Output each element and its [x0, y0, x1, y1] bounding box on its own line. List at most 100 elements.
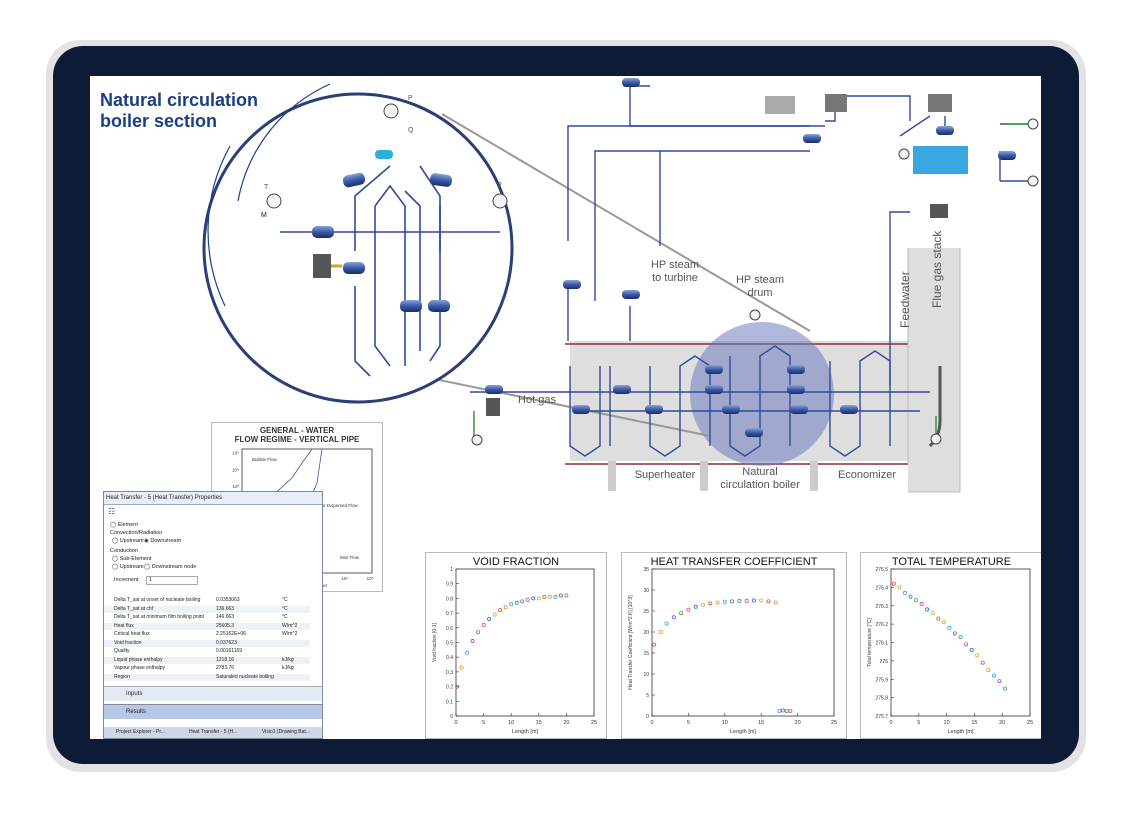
data-point [686, 607, 691, 612]
data-point [891, 581, 896, 586]
x-tick-label: 20 [999, 720, 1005, 726]
y-tick-label: 5 [646, 693, 649, 699]
increment-select[interactable]: 1 [146, 576, 198, 585]
y-tick-label: 0.5 [446, 641, 453, 647]
property-value[interactable]: 2.25162E+06 [216, 631, 246, 637]
sort-icon[interactable]: ☷ [108, 507, 116, 516]
turbine-unit-2 [928, 94, 952, 112]
property-unit: W/m^2 [282, 622, 298, 629]
downstream-node-option[interactable]: ◯ Downstream node [144, 564, 197, 570]
property-name: Critical heat flux [114, 631, 150, 637]
flue-gas-stack-label: Flue gas stack [930, 230, 944, 308]
x-tick-label: 5 [917, 720, 920, 726]
data-point [737, 598, 742, 603]
element-option[interactable]: ◯ Element [110, 522, 138, 528]
hp-steam-drum-label: HP steam drum [730, 274, 790, 300]
property-unit: kJ/kg [282, 656, 294, 663]
feedwater-label: Feedwater [898, 271, 912, 328]
property-value[interactable]: 1218.16 [216, 656, 235, 663]
property-value[interactable]: 146.663 [216, 614, 235, 620]
stack-arrow [928, 366, 942, 448]
turbine-unit [825, 94, 847, 112]
y-tick-label: 275.9 [875, 677, 888, 683]
property-unit: °C [282, 614, 288, 620]
y-tick-label: 276.3 [875, 604, 888, 610]
label-line: HP steam [735, 274, 785, 286]
sub-element-option[interactable]: ◯ Sub-Element [112, 556, 152, 562]
stack-outline [907, 248, 961, 493]
downstream-option[interactable]: ◉ Downstream [144, 538, 182, 544]
data-point [766, 599, 771, 604]
data-point [730, 599, 735, 604]
x-tick-label: 10 [944, 720, 950, 726]
property-value[interactable]: 0.00161169 [216, 648, 243, 654]
results-button[interactable]: Results [104, 704, 322, 719]
plot-axes [651, 568, 835, 717]
screen: Natural circulation boiler section HP st… [90, 76, 1041, 739]
x-tick-label: 25 [831, 720, 837, 726]
system-pipes [470, 85, 1030, 457]
data-point [708, 601, 713, 606]
diagram-title: Natural circulation boiler section [100, 90, 258, 132]
x-tick-label: 0 [454, 720, 457, 726]
upstream2-option[interactable]: ◯ Upstream [112, 564, 144, 570]
property-value[interactable]: 0.037623 [216, 639, 237, 646]
y-tick-label: 20 [643, 630, 649, 636]
x-tick-label: 15 [971, 720, 977, 726]
data-point [964, 642, 969, 647]
gauge-hp-drum [749, 309, 761, 321]
taskbar-item[interactable]: Project Explorer - Pr... [116, 729, 165, 735]
plot-axes [455, 568, 595, 717]
data-point [476, 630, 481, 635]
property-value[interactable]: 2783.76 [216, 665, 235, 671]
property-value[interactable]: 136.663 [216, 605, 235, 612]
taskbar-item[interactable]: Heat Transfer - 5 (H... [189, 729, 238, 735]
property-row: Delta T_sat at onset of nucleate boiling… [104, 597, 310, 604]
property-name: Void fraction [114, 639, 142, 646]
y-tick-label: 30 [643, 588, 649, 594]
economizer-label: Economizer [837, 469, 897, 481]
inputs-button[interactable]: Inputs [104, 686, 322, 701]
flue-gas-stack [908, 248, 960, 492]
data-point [553, 594, 558, 599]
data-point [715, 600, 720, 605]
data-point [986, 668, 991, 673]
y-axis-label: Heat Transfer Coefficient [W/m^2.K] [10^… [628, 595, 634, 690]
label-line: circulation boiler [720, 479, 800, 491]
data-point [547, 594, 552, 599]
taskbar-item[interactable]: Visio1 (Drawing Bat... [262, 729, 310, 735]
flow-regime-region-label: Bubble Flow [252, 457, 278, 462]
y-tick-label: 10⁴ [232, 467, 239, 472]
y-tick-label: 10 [643, 672, 649, 678]
data-point [700, 602, 705, 607]
boiler-diagram [202, 78, 1039, 493]
property-value[interactable]: 0.0353063 [216, 597, 240, 603]
y-tick-label: 276.4 [875, 585, 888, 591]
property-name: Heat flux [114, 622, 134, 629]
x-tick-label: 25 [1027, 720, 1033, 726]
data-point [520, 599, 525, 604]
data-point [897, 585, 902, 590]
data-point [455, 684, 460, 689]
data-point [936, 616, 941, 621]
label-line: Natural [742, 466, 778, 478]
x-tick-label: 10 [508, 720, 514, 726]
y-tick-label: 0 [646, 714, 649, 720]
property-value[interactable]: Saturated nucleate boiling [216, 673, 274, 680]
data-point [925, 607, 930, 612]
x-axis-label: Length [m] [512, 729, 538, 735]
data-point [975, 653, 980, 658]
x-tick-label: 0 [650, 720, 653, 726]
upstream-option[interactable]: ◯ Upstream [112, 538, 144, 544]
economizer-heater [486, 398, 500, 416]
data-point [525, 597, 530, 602]
property-value[interactable]: 25605.3 [216, 622, 235, 629]
convection-group-label: Convection/Radiation [110, 530, 163, 536]
y-tick-label: 10³ [232, 484, 239, 489]
